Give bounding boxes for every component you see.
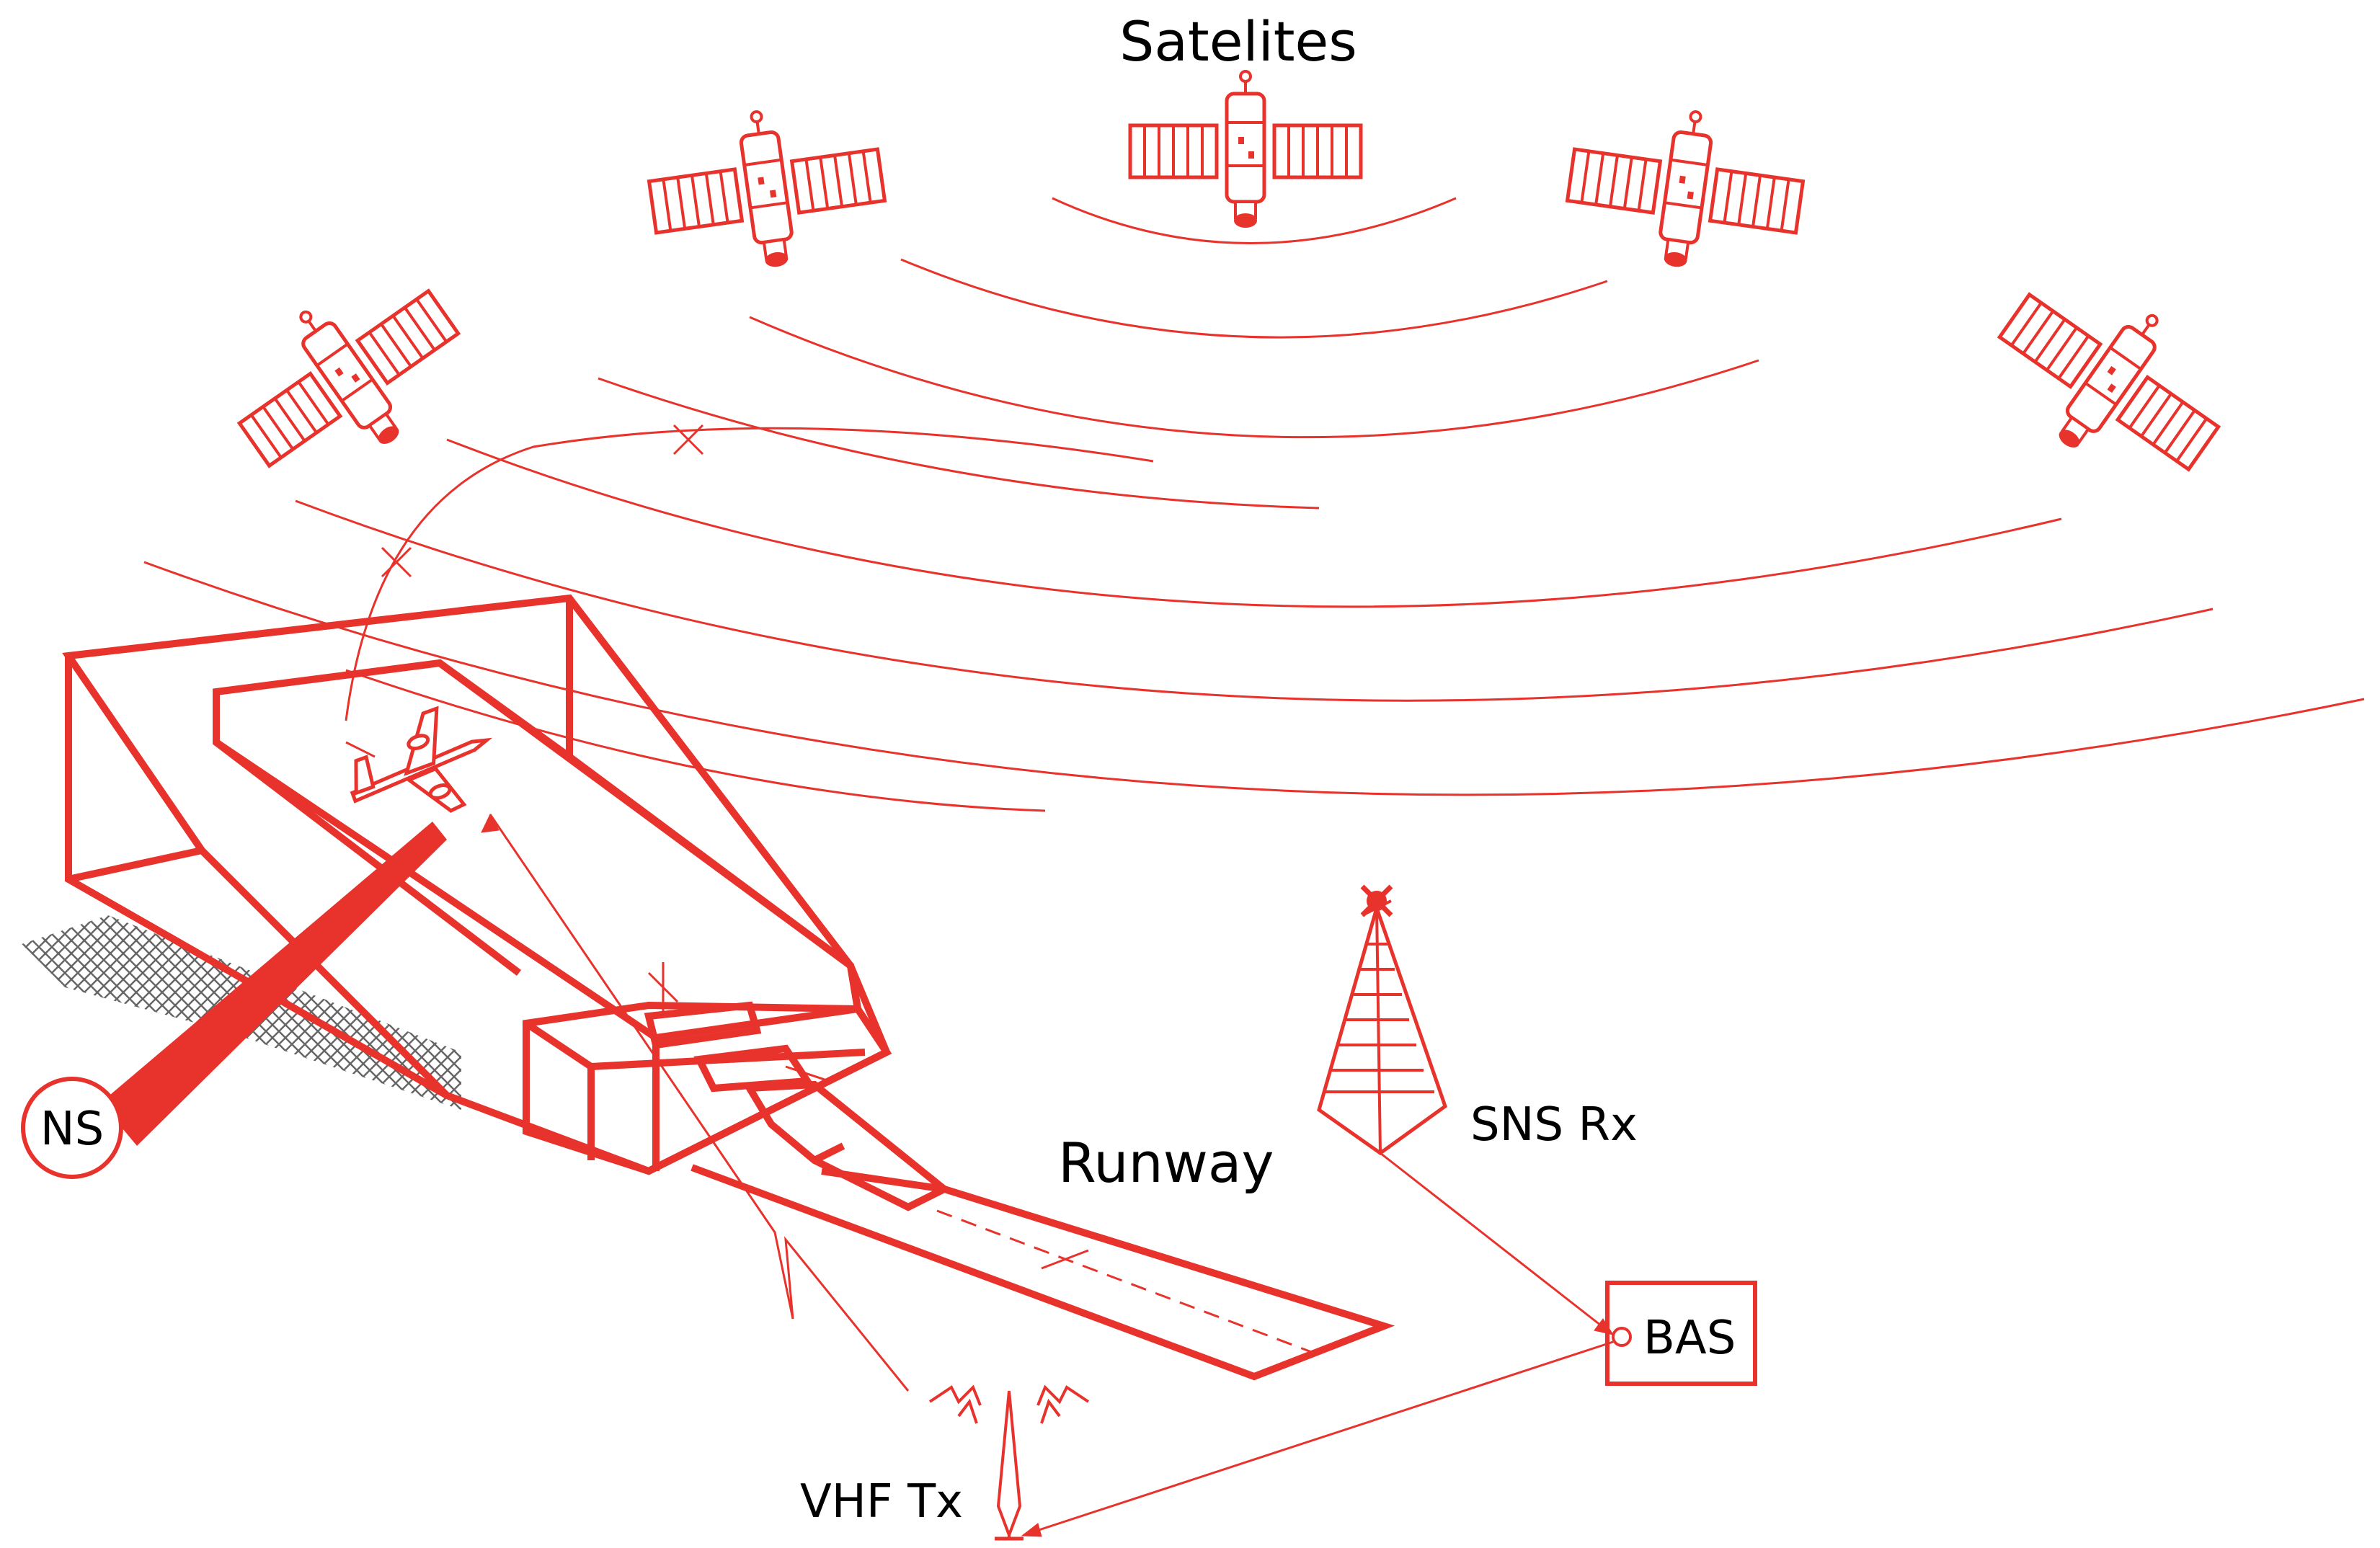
satellite-icon (1560, 96, 1811, 283)
satellite-icon (1971, 250, 2250, 510)
sns-receiver-tower-icon (1317, 884, 1447, 1156)
ns-station: NS (21, 1077, 123, 1179)
satellite-icon (641, 96, 892, 283)
sns-rx-label: SNS Rx (1470, 1098, 1638, 1152)
vhf-antenna-icon (928, 1384, 1090, 1541)
vhf-tx-label: VHF Tx (800, 1475, 963, 1529)
bas-label: BAS (1643, 1312, 1736, 1365)
satellite-icon (1130, 71, 1361, 228)
approach-corridor (62, 594, 951, 1211)
ns-label: NS (40, 1103, 105, 1156)
data-links (1021, 1152, 1615, 1537)
approach-path (345, 424, 1154, 758)
runway (691, 1164, 1395, 1381)
signal-waves (143, 197, 2365, 812)
satellite-icon (208, 246, 487, 507)
satellites-label: Satelites (1119, 9, 1357, 74)
ns-beam (101, 822, 447, 1146)
airplane-icon (350, 706, 493, 813)
runway-label: Runway (1058, 1131, 1274, 1195)
vhf-link (481, 813, 910, 1392)
bas-unit: BAS (1605, 1281, 1757, 1386)
waypoint-marker (647, 962, 679, 1013)
